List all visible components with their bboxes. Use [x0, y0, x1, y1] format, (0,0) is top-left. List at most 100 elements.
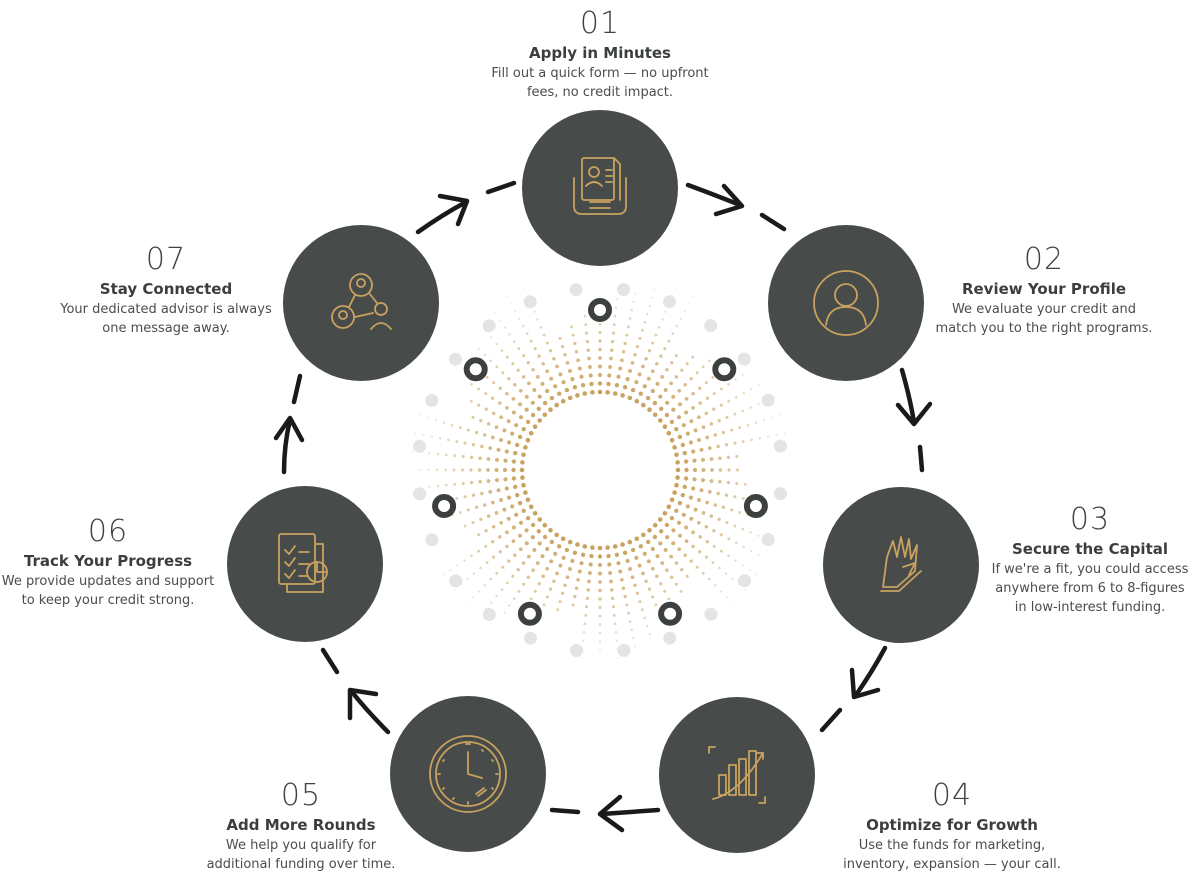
burst-dot — [697, 438, 701, 442]
step-number: 05 — [280, 778, 322, 813]
burst-dot — [564, 387, 570, 393]
burst-dot — [579, 374, 584, 379]
burst-dot — [577, 569, 582, 574]
burst-dot — [516, 368, 520, 372]
burst-dot — [669, 419, 675, 425]
arrow-3-to-4 — [853, 645, 888, 698]
burst-dot — [792, 430, 794, 433]
burst-dot — [670, 575, 674, 579]
outer-grey-dot — [449, 352, 462, 366]
burst-dot — [598, 356, 602, 360]
burst-dot — [651, 296, 654, 299]
burst-dot — [718, 456, 722, 460]
burst-dot — [466, 508, 470, 512]
burst-dot — [698, 401, 702, 405]
burst-dot — [719, 533, 723, 537]
burst-dot — [560, 591, 565, 596]
burst-dot — [676, 415, 682, 420]
burst-dot — [519, 467, 525, 473]
step-circle-02 — [768, 225, 924, 381]
step-04: 04 Optimize for Growth Use the funds for… — [822, 778, 1082, 874]
burst-dot — [718, 468, 723, 472]
burst-dot — [634, 645, 637, 648]
step-description: Your dedicated advisor is always one mes… — [60, 302, 272, 336]
burst-dot — [542, 412, 548, 418]
burst-dot — [465, 602, 468, 605]
burst-dot — [679, 589, 683, 593]
outer-grey-dot — [523, 295, 537, 309]
burst-dot — [691, 544, 695, 549]
burst-dot — [734, 541, 738, 545]
burst-dot — [661, 318, 664, 321]
burst-dot — [681, 423, 686, 428]
burst-dot — [500, 349, 504, 352]
burst-dot — [612, 391, 618, 396]
burst-dot — [580, 383, 586, 388]
burst-dot — [521, 561, 526, 565]
burst-dot — [455, 440, 459, 443]
burst-dot — [477, 549, 481, 553]
burst-dot — [651, 341, 655, 345]
burst-dot — [688, 495, 693, 500]
burst-dot — [712, 529, 716, 533]
burst-dot — [488, 446, 493, 450]
burst-dot — [674, 375, 679, 379]
burst-dot — [512, 597, 516, 600]
burst-dot — [584, 613, 588, 617]
outer-grey-dot — [704, 607, 718, 621]
burst-dot — [718, 566, 721, 570]
burst-dot — [494, 425, 499, 429]
burst-dot — [679, 317, 682, 320]
burst-dot — [606, 553, 611, 559]
decorative-ring — [658, 601, 683, 626]
burst-dot — [738, 426, 742, 430]
burst-dot — [571, 333, 575, 337]
burst-dot — [727, 468, 731, 472]
burst-dot — [683, 459, 689, 464]
burst-dot — [583, 622, 587, 626]
burst-dot — [582, 391, 588, 396]
step-circle-03 — [823, 487, 979, 643]
burst-dot — [498, 535, 502, 539]
burst-dot — [689, 559, 693, 563]
burst-dot — [419, 469, 421, 471]
burst-dot — [750, 438, 753, 442]
burst-dot — [677, 388, 682, 393]
decorative-ring — [463, 357, 488, 382]
burst-dot — [495, 342, 498, 346]
step-number: 02 — [1023, 242, 1065, 277]
burst-dot — [704, 525, 709, 529]
burst-dot — [499, 319, 501, 322]
step-number: 04 — [931, 778, 973, 813]
burst-dot — [696, 415, 701, 420]
burst-dot — [618, 366, 623, 371]
burst-dot — [486, 422, 491, 426]
burst-dot — [647, 349, 652, 353]
burst-dot — [587, 356, 591, 361]
burst-dot — [428, 485, 431, 488]
burst-dot — [526, 575, 530, 579]
burst-dot — [555, 571, 559, 576]
burst-dot — [605, 545, 610, 550]
burst-dot — [545, 341, 549, 345]
arrow-head-6-to-7 — [273, 415, 305, 443]
burst-dot — [691, 530, 695, 535]
burst-dot — [435, 578, 437, 581]
burst-dot — [674, 354, 678, 358]
burst-dot — [484, 544, 488, 548]
burst-dot — [610, 596, 615, 601]
burst-dot — [719, 403, 723, 407]
burst-dot — [675, 325, 678, 328]
outer-grey-dot — [569, 644, 583, 657]
burst-dot — [743, 482, 747, 486]
burst-dot — [598, 614, 602, 618]
outer-grey-dot — [413, 487, 427, 501]
arrow-head-5-to-6 — [347, 687, 379, 721]
dash-7-to-1 — [485, 180, 517, 195]
burst-dot — [733, 412, 737, 416]
burst-dot — [532, 424, 538, 430]
burst-dot — [506, 295, 508, 298]
burst-dot — [449, 569, 452, 571]
burst-dot — [787, 412, 790, 414]
burst-dot — [669, 515, 675, 521]
